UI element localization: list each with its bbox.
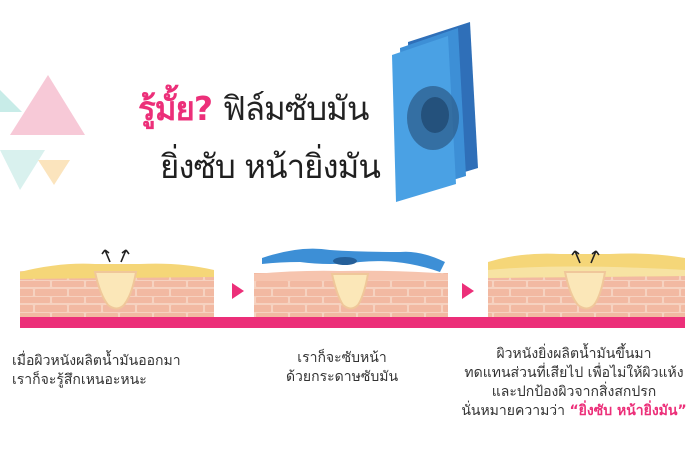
caption-line: ทดแทนส่วนที่เสียไป เพื่อไม่ให้ผิวแห้ง xyxy=(464,365,684,381)
caption-line: นั่นหมายความว่า “ยิ่งซับ หน้ายิ่งมัน” xyxy=(450,402,698,421)
caption-highlight: “ยิ่งซับ หน้ายิ่งมัน” xyxy=(569,403,687,419)
headline-question-text: รู้มั้ย? xyxy=(138,89,213,128)
caption-line: เราก็จะซับหน้า xyxy=(297,350,387,366)
step-1-caption: เมื่อผิวหนังผลิตน้ำมันออกมา เราก็จะรู้สึ… xyxy=(12,352,222,390)
caption-line: เราก็จะรู้สึกเหนอะหนะ xyxy=(12,372,147,388)
caption-line: ผิวหนังยิ่งผลิตน้ำมันขึ้นมา xyxy=(496,346,652,362)
caption-line: ด้วยกระดาษซับมัน xyxy=(285,369,399,385)
headline-slogan: ยิ่งซับ หน้ายิ่งมัน xyxy=(160,147,381,186)
base-bar xyxy=(20,317,685,328)
skin-panel-2 xyxy=(254,248,448,317)
arrow-right-icon xyxy=(232,283,244,299)
blotting-film xyxy=(392,22,478,202)
skin-panel-1 xyxy=(20,249,214,317)
arrow-right-icon xyxy=(462,283,474,299)
skin-panel-3 xyxy=(488,250,685,317)
headline-question: รู้มั้ย? ฟิล์มซับมัน xyxy=(138,82,369,135)
headline-product-text: ฟิล์มซับมัน xyxy=(222,89,369,128)
step-3-caption: ผิวหนังยิ่งผลิตน้ำมันขึ้นมา ทดแทนส่วนที่… xyxy=(450,345,698,421)
caption-line-text: นั่นหมายความว่า xyxy=(461,403,566,419)
caption-line: และปกป้องผิวจากสิ่งสกปรก xyxy=(491,384,657,400)
triangle-decoration xyxy=(0,75,85,190)
caption-line: เมื่อผิวหนังผลิตน้ำมันออกมา xyxy=(12,353,181,369)
step-2-caption: เราก็จะซับหน้า ด้วยกระดาษซับมัน xyxy=(262,349,422,387)
